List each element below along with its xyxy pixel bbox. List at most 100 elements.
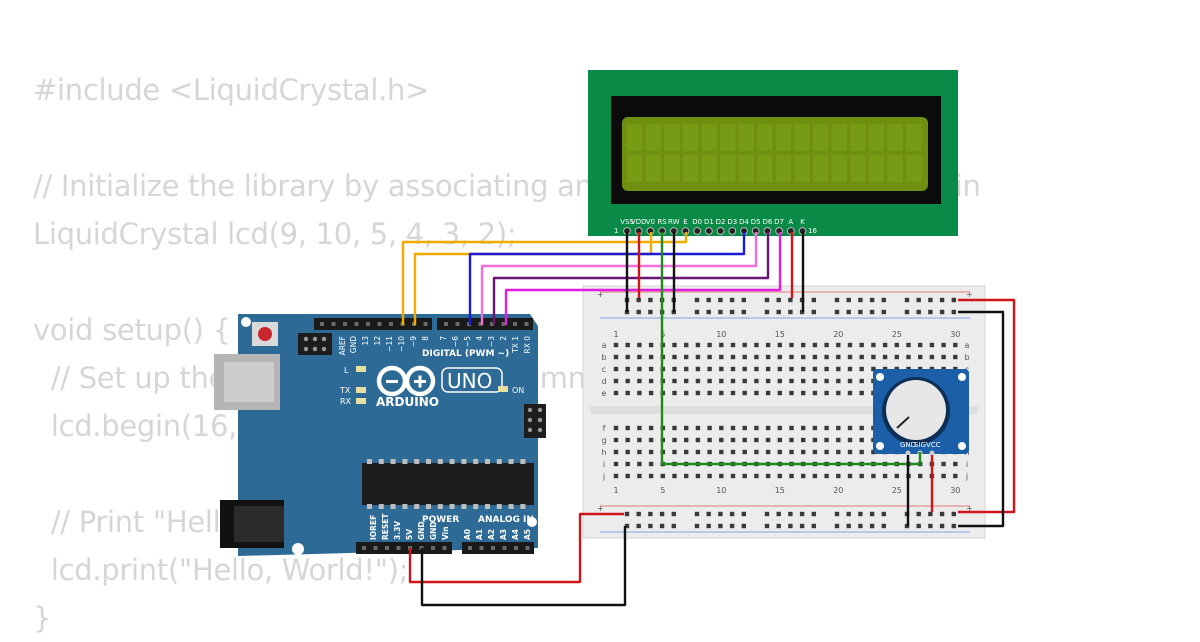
breadboard-hole[interactable] [859,425,864,431]
breadboard-hole[interactable] [694,523,700,529]
breadboard-hole[interactable] [613,390,619,396]
breadboard-hole[interactable] [659,511,665,517]
breadboard-hole[interactable] [765,366,771,372]
breadboard-hole[interactable] [684,366,689,372]
breadboard-hole[interactable] [684,354,689,360]
breadboard-hole[interactable] [847,449,853,455]
breadboard-hole[interactable] [788,511,793,517]
breadboard-hole[interactable] [777,342,782,348]
breadboard-hole[interactable] [754,437,759,443]
header-pin[interactable] [354,322,359,326]
pot-knob[interactable] [886,380,946,440]
header-pin[interactable] [377,322,382,326]
breadboard-hole[interactable] [836,378,841,384]
breadboard-hole[interactable] [765,354,771,360]
header-pin[interactable] [490,322,494,326]
breadboard-hole[interactable] [953,461,958,467]
breadboard-hole[interactable] [939,297,945,303]
breadboard-hole[interactable] [648,378,654,384]
breadboard-hole[interactable] [824,473,829,479]
breadboard-hole[interactable] [754,366,759,372]
breadboard-hole[interactable] [742,390,747,396]
breadboard-hole[interactable] [847,425,853,431]
breadboard-hole[interactable] [812,366,818,372]
breadboard-hole[interactable] [719,473,724,479]
breadboard-hole[interactable] [824,342,829,348]
header-pin[interactable] [442,546,447,550]
breadboard-hole[interactable] [951,511,956,517]
breadboard-hole[interactable] [871,354,876,360]
breadboard-hole[interactable] [904,297,910,303]
breadboard-hole[interactable] [777,425,782,431]
breadboard-hole[interactable] [859,437,864,443]
breadboard-hole[interactable] [847,390,853,396]
breadboard-hole[interactable] [812,342,818,348]
breadboard-hole[interactable] [718,297,723,303]
breadboard-hole[interactable] [789,390,794,396]
breadboard-hole[interactable] [672,449,677,455]
breadboard-hole[interactable] [765,437,771,443]
breadboard-hole[interactable] [625,473,630,479]
breadboard-hole[interactable] [729,511,735,517]
lcd-pin[interactable] [693,227,702,235]
breadboard-hole[interactable] [859,473,864,479]
breadboard-hole[interactable] [672,378,677,384]
breadboard-hole[interactable] [801,390,806,396]
breadboard-hole[interactable] [624,523,630,529]
breadboard-hole[interactable] [882,342,888,348]
breadboard-hole[interactable] [846,297,851,303]
breadboard-hole[interactable] [684,342,689,348]
breadboard-hole[interactable] [869,309,875,315]
breadboard-hole[interactable] [636,309,641,315]
breadboard-hole[interactable] [754,354,759,360]
breadboard-hole[interactable] [836,449,841,455]
breadboard-hole[interactable] [730,378,736,384]
breadboard-hole[interactable] [834,297,840,303]
breadboard-hole[interactable] [637,342,642,348]
breadboard-hole[interactable] [730,425,736,431]
breadboard-hole[interactable] [812,449,818,455]
breadboard-hole[interactable] [859,378,864,384]
breadboard-hole[interactable] [695,390,701,396]
breadboard-hole[interactable] [695,366,701,372]
breadboard-hole[interactable] [648,449,654,455]
breadboard-hole[interactable] [648,342,654,348]
breadboard-hole[interactable] [637,378,642,384]
breadboard-hole[interactable] [836,354,841,360]
breadboard-hole[interactable] [648,390,654,396]
lcd-pin[interactable] [716,227,725,235]
breadboard-hole[interactable] [637,390,642,396]
breadboard-hole[interactable] [906,342,911,348]
breadboard-hole[interactable] [941,461,946,467]
breadboard-hole[interactable] [695,342,701,348]
breadboard-hole[interactable] [811,297,816,303]
breadboard-hole[interactable] [939,523,945,529]
breadboard-hole[interactable] [904,309,910,315]
header-pin[interactable] [525,546,530,550]
breadboard-hole[interactable] [801,342,806,348]
breadboard-hole[interactable] [812,425,818,431]
breadboard-hole[interactable] [742,437,747,443]
breadboard-hole[interactable] [719,378,724,384]
breadboard-hole[interactable] [730,342,736,348]
breadboard-hole[interactable] [801,366,806,372]
breadboard-hole[interactable] [707,342,712,348]
breadboard-hole[interactable] [812,390,818,396]
breadboard-hole[interactable] [648,437,654,443]
breadboard-hole[interactable] [742,473,747,479]
lcd-pin[interactable] [728,227,737,235]
breadboard-hole[interactable] [660,473,665,479]
breadboard-hole[interactable] [695,354,701,360]
breadboard-hole[interactable] [625,390,630,396]
breadboard-hole[interactable] [788,309,793,315]
breadboard-hole[interactable] [811,523,816,529]
breadboard-hole[interactable] [928,309,933,315]
breadboard-hole[interactable] [694,511,700,517]
breadboard-hole[interactable] [858,523,863,529]
breadboard-hole[interactable] [707,425,712,431]
breadboard-hole[interactable] [846,523,851,529]
breadboard-hole[interactable] [684,437,689,443]
breadboard-hole[interactable] [730,366,736,372]
breadboard-hole[interactable] [941,473,946,479]
breadboard-hole[interactable] [871,473,876,479]
